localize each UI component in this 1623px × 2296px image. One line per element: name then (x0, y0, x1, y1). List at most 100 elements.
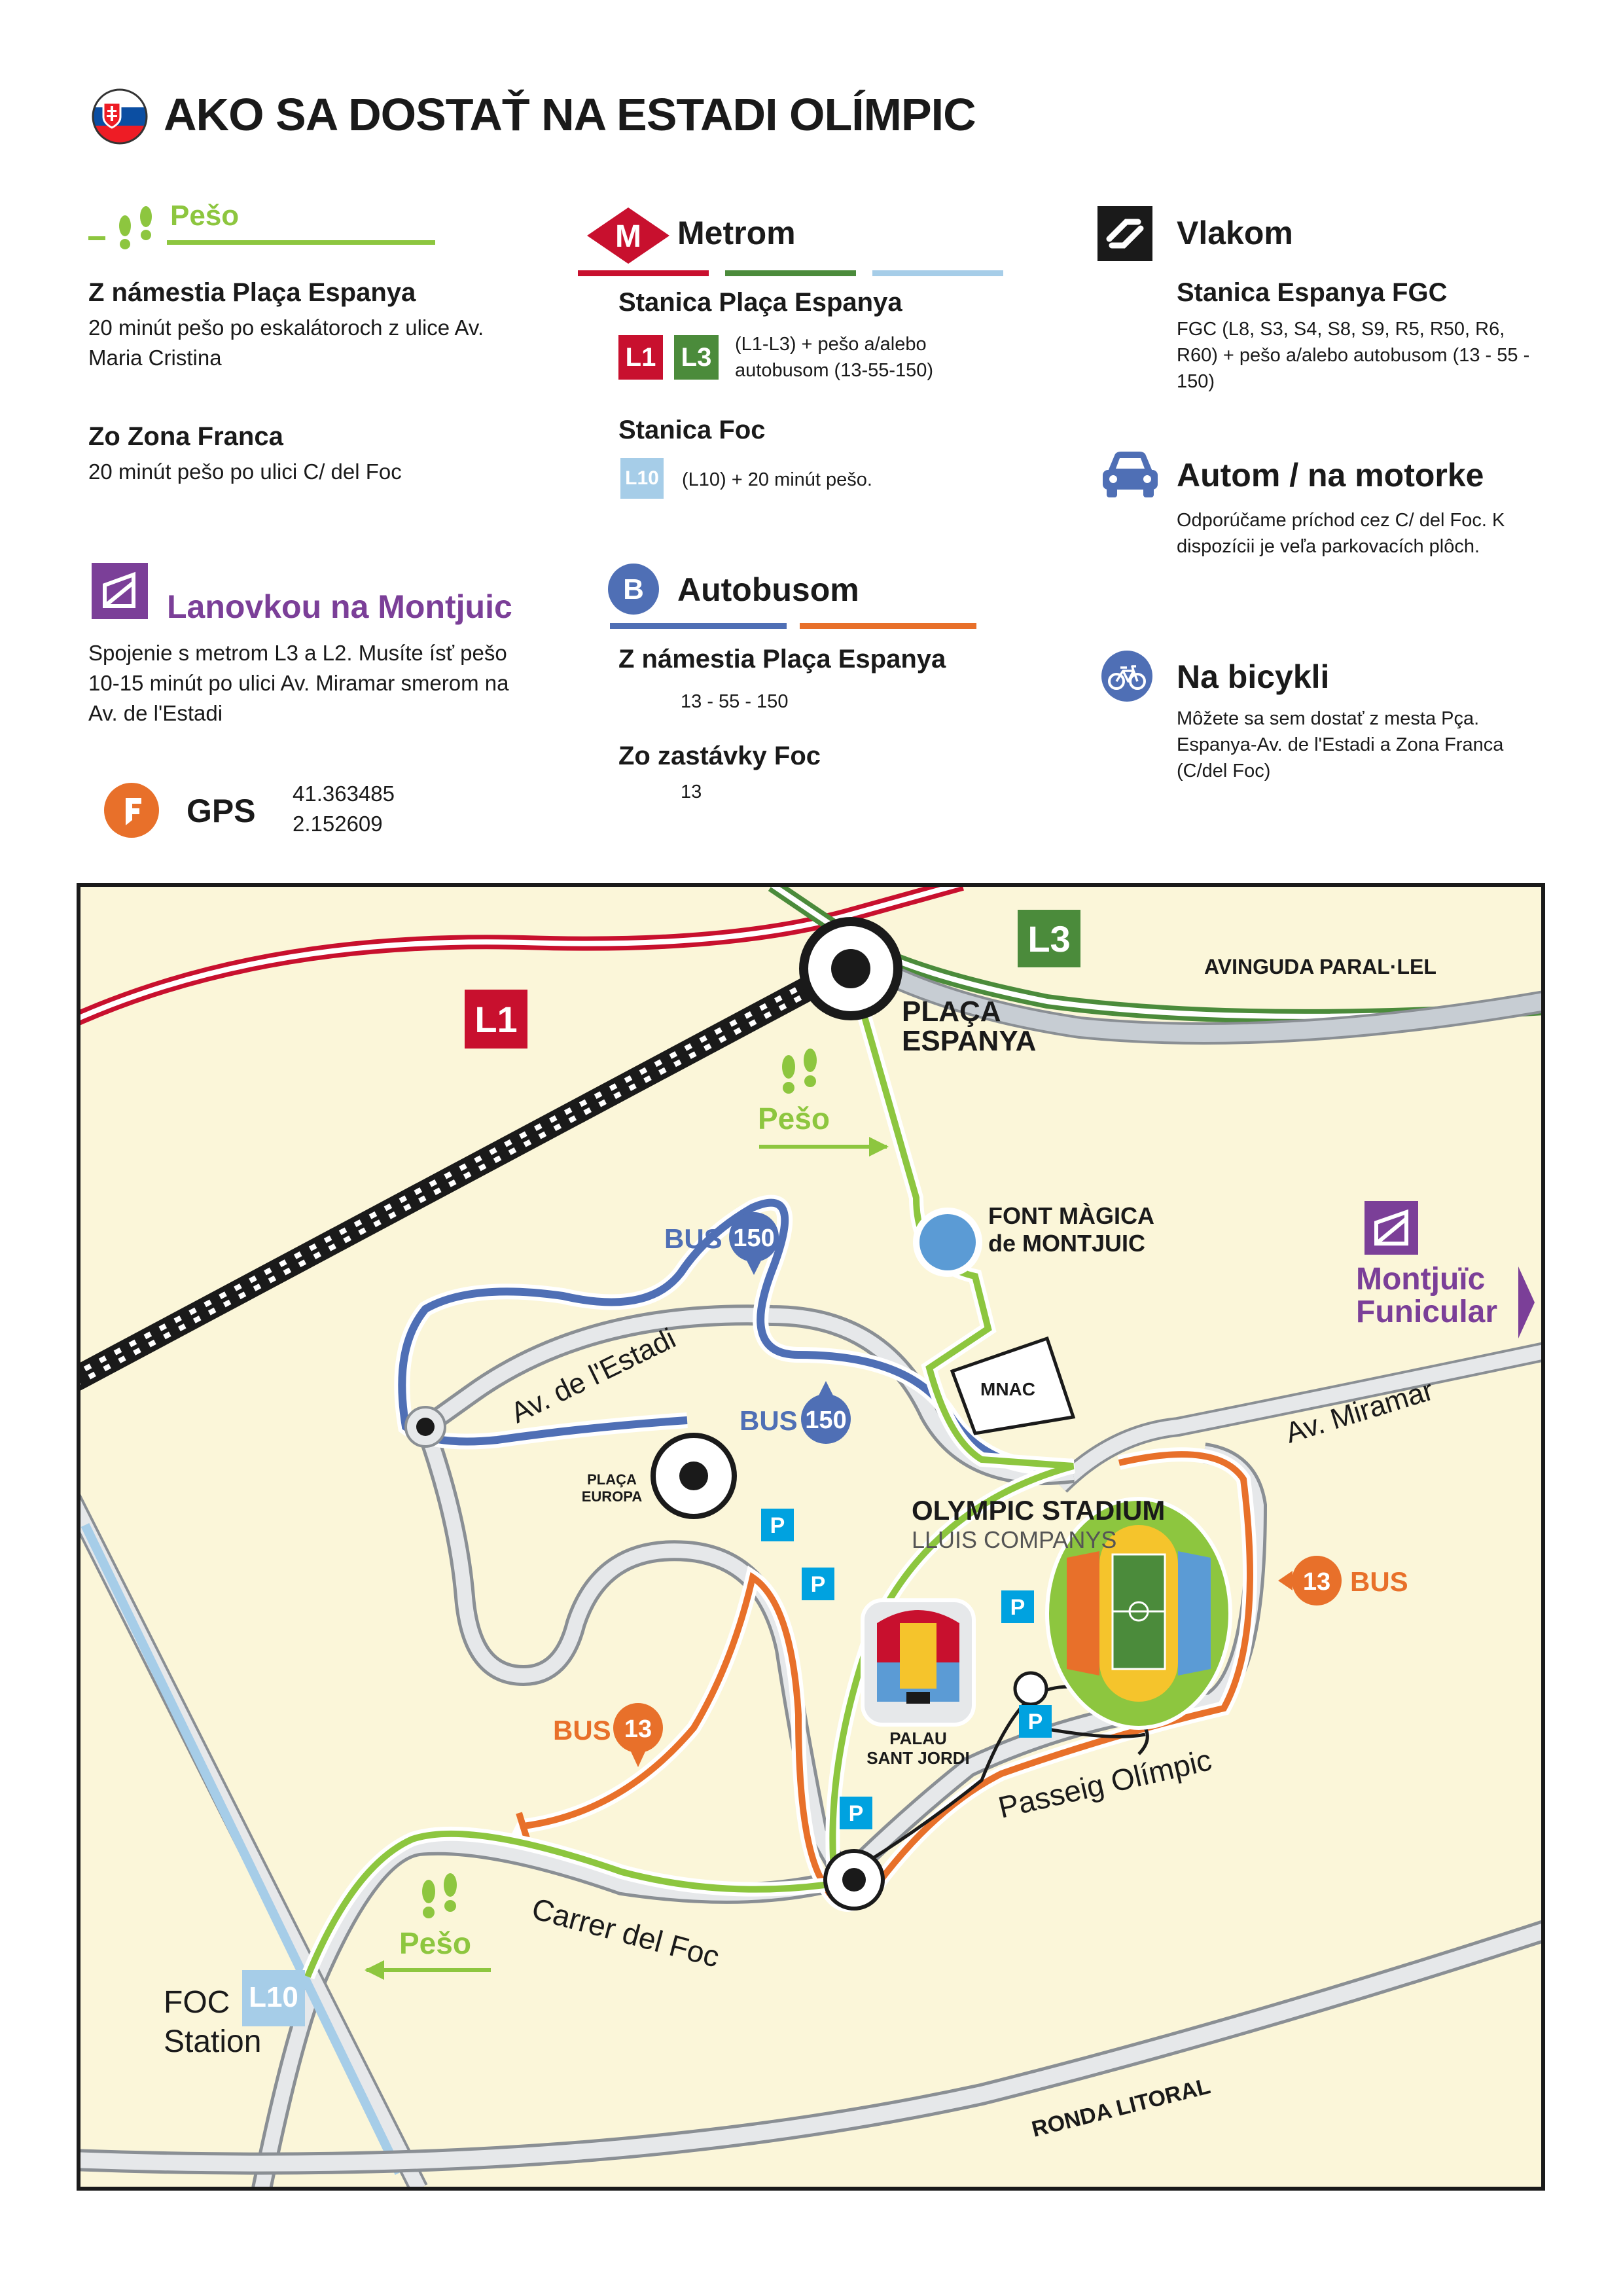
placa-espanya-label-2: ESPANYA (902, 1025, 1036, 1057)
car-icon (1097, 445, 1163, 504)
walk-section: Pešo (88, 200, 435, 259)
stadium-label-1: OLYMPIC STADIUM (912, 1495, 1165, 1526)
stadium-label-2: LLUIS COMPANYS (912, 1526, 1116, 1553)
walk-item-2-text: 20 minút pešo po ulici C/ del Foc (88, 459, 402, 484)
train-text: FGC (L8, S3, S4, S8, S9, R5, R50, R6, R6… (1177, 319, 1530, 392)
palau-roundabout (1013, 1671, 1048, 1706)
palau-sant-jordi (861, 1598, 976, 1727)
foc-station-label-1: FOC (164, 1985, 230, 2020)
train-heading: Stanica Espanya FGC (1177, 278, 1448, 307)
funicular-text: Spojenie s metrom L3 a L2. Musíte ísť pe… (88, 641, 509, 725)
parking-sign (761, 1509, 794, 1541)
parking-sign (1001, 1590, 1034, 1623)
walk-item-1-text: 20 minút pešo po eskalátoroch z ulice Av… (88, 315, 484, 370)
svg-text:150: 150 (733, 1225, 774, 1252)
svg-text:BUS: BUS (1350, 1566, 1408, 1597)
train-title: Vlakom (1177, 215, 1293, 251)
metro-title: Metrom (677, 215, 796, 251)
bus-title: Autobusom (677, 571, 859, 608)
font-magica-label-2: de MONTJUIC (988, 1230, 1145, 1257)
bus-150-marker-top: BUS 150 (664, 1212, 779, 1275)
bike-text: Môžete sa sem dostať z mesta Pça. Espany… (1177, 708, 1504, 781)
mnac-building (950, 1336, 1076, 1435)
svg-text:BUS: BUS (553, 1715, 611, 1746)
svg-text:M: M (615, 219, 641, 254)
svg-text:L1: L1 (474, 999, 517, 1040)
palau-label-1: PALAU (889, 1729, 947, 1748)
walk-underline (167, 240, 435, 245)
walk-title: Pešo (170, 200, 240, 232)
metro-line-blue (872, 270, 1003, 276)
svg-text:P: P (1010, 1595, 1026, 1620)
placa-europa-label-2: EUROPA (582, 1488, 643, 1505)
funicular-icon (92, 563, 148, 619)
svg-text:P: P (849, 1801, 864, 1826)
foc-station-label-2: Station (164, 2024, 261, 2059)
svg-text:Montjuïc: Montjuïc (1356, 1262, 1485, 1297)
car-title: Autom / na motorke (1177, 457, 1484, 493)
placa-espanya-label-1: PLAÇA (902, 996, 1001, 1028)
gps-label: GPS (187, 793, 256, 829)
bus-line-orange (800, 623, 976, 629)
bus-line-blue (610, 623, 787, 629)
font-magica-marker (913, 1208, 982, 1277)
svg-text:P: P (1028, 1710, 1043, 1734)
map-frame (77, 883, 1545, 2191)
walk-item-2-heading: Zo Zona Franca (88, 422, 283, 451)
paralel-label: AVINGUDA PARAL·LEL (1204, 955, 1436, 978)
parking-sign (802, 1568, 834, 1600)
gps-icon (103, 782, 160, 838)
funicular-title: Lanovkou na Montjuic (167, 588, 512, 625)
bike-icon (1101, 650, 1153, 702)
parking-sign (840, 1797, 872, 1829)
funicular-marker: Montjuïc Funicular (1356, 1201, 1535, 1338)
svg-text:Funicular: Funicular (1356, 1295, 1497, 1329)
metro-icon: M (586, 206, 671, 265)
metro-station2-text: (L10) + 20 minút pešo. (682, 469, 872, 490)
bike-title: Na bicykli (1177, 658, 1330, 695)
car-text: Odporúčame príchod cez C/ del Foc. K dis… (1177, 510, 1505, 557)
footprints-icon (88, 206, 152, 249)
gps-lat: 41.363485 (293, 781, 395, 806)
svg-text:Pešo: Pešo (399, 1926, 471, 1960)
bus-stop2-heading: Zo zastávky Foc (618, 742, 821, 770)
svg-text:P: P (770, 1513, 785, 1538)
svg-text:L3: L3 (1027, 918, 1070, 960)
metro-l10-badge: L10 (620, 458, 664, 499)
metro-l3-badge: L3 (674, 335, 719, 380)
map-l10-badge (242, 1970, 305, 2026)
walk-marker-north: Pešo (758, 1049, 889, 1157)
bus-150-marker-mid: BUS 150 (740, 1381, 851, 1444)
metro-station1-heading: Stanica Plaça Espanya (618, 288, 902, 317)
svg-text:P: P (811, 1572, 826, 1597)
placa-europa-label-1: PLAÇA (587, 1471, 637, 1488)
svg-text:L10: L10 (249, 1981, 298, 2013)
olympic-stadium (1045, 1497, 1232, 1730)
bus-13-marker-east: 13 BUS (1278, 1556, 1408, 1605)
metro-l10-route (80, 1522, 404, 2176)
svg-text:150: 150 (805, 1407, 846, 1434)
page-title: AKO SA DOSTAŤ NA ESTADI OLÍMPIC (164, 89, 976, 140)
metro-station2-heading: Stanica Foc (618, 416, 766, 444)
metro-l1-badge: L1 (618, 335, 663, 380)
svg-text:Pešo: Pešo (758, 1102, 830, 1136)
parking-sign (1019, 1705, 1052, 1738)
palau-label-2: SANT JORDI (866, 1748, 969, 1768)
font-magica-label-1: FONT MÀGICA (988, 1202, 1154, 1229)
slovak-flag-icon (92, 88, 148, 145)
bus-stop2-lines: 13 (681, 781, 702, 802)
metro-station1-text: (L1-L3) + pešo a/alebo autobusom (13-55-… (735, 334, 934, 381)
svg-text:BUS: BUS (664, 1223, 722, 1254)
train-icon (1097, 206, 1152, 261)
walk-item-1-heading: Z námestia Plaça Espanya (88, 278, 416, 307)
svg-text:BUS: BUS (740, 1405, 798, 1436)
svg-text:13: 13 (1303, 1568, 1330, 1596)
bus-icon: B (607, 563, 660, 615)
walk-marker-south: Pešo (365, 1873, 491, 1980)
bus-13-marker-west: BUS 13 (553, 1703, 663, 1767)
bus-stop1-heading: Z námestia Plaça Espanya (618, 645, 946, 673)
bus-stop1-lines: 13 - 55 - 150 (681, 691, 789, 712)
svg-text:B: B (623, 573, 644, 605)
map-l1-badge (465, 990, 527, 1049)
